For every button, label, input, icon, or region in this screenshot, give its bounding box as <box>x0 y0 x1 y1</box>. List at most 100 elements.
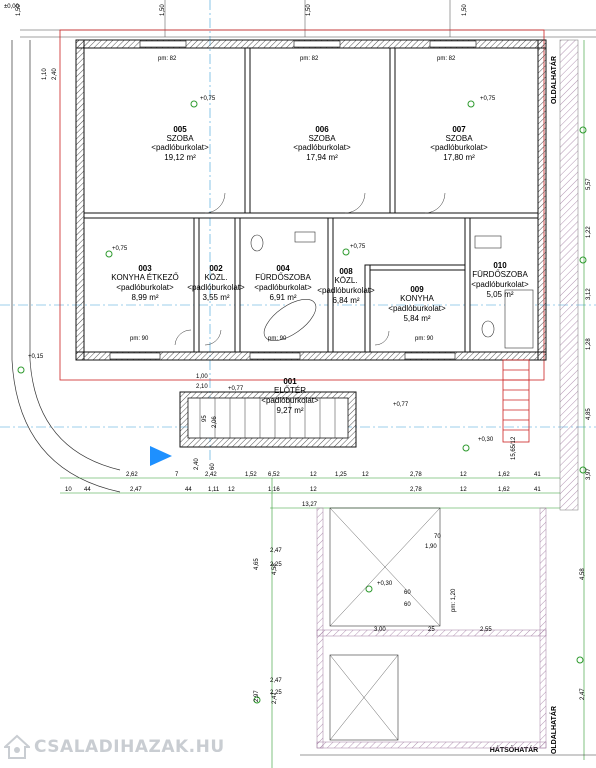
entrance-arrow-icon <box>150 446 172 466</box>
room-number: 007 <box>452 125 466 134</box>
svg-text:1,90: 1,90 <box>425 544 437 550</box>
room-number: 002 <box>209 264 223 273</box>
house-logo-icon <box>2 734 32 760</box>
svg-text:41: 41 <box>534 472 541 478</box>
svg-text:2,47: 2,47 <box>270 548 282 554</box>
svg-text:3,97: 3,97 <box>586 468 592 480</box>
svg-text:4,58: 4,58 <box>580 568 586 580</box>
svg-text:2,55: 2,55 <box>480 627 492 633</box>
room-number: 003 <box>138 264 152 273</box>
top-windows <box>109 40 477 360</box>
room-number: 006 <box>315 125 329 134</box>
room-008: 008 KÖZL. <padlóburkolat> 6,84 m² <box>317 267 375 305</box>
svg-text:44: 44 <box>84 487 91 493</box>
top-dim-1: 1,50 <box>16 4 22 16</box>
top-dim-2: 1,50 <box>160 4 166 16</box>
svg-text:12: 12 <box>460 472 467 478</box>
svg-text:12: 12 <box>310 472 317 478</box>
pm-label: pm: 90 <box>415 336 434 342</box>
svg-text:2,42: 2,42 <box>205 472 217 478</box>
pm-label: pm: 82 <box>300 56 319 62</box>
svg-text:60: 60 <box>210 463 216 470</box>
level-mark: +0,75 <box>112 246 128 252</box>
row1-right-dims: 12 1,25 12 2,78 12 1,62 41 <box>310 472 541 478</box>
top-dim-3: 1,50 <box>306 4 312 16</box>
svg-text:44: 44 <box>185 487 192 493</box>
svg-text:3,00: 3,00 <box>374 627 386 633</box>
room-area: 5,05 m² <box>486 290 513 299</box>
level-mark: +0,15 <box>28 354 44 360</box>
room-name: KÖZL. <box>334 276 357 285</box>
level-mark: +0,30 <box>478 437 494 443</box>
svg-text:2,25: 2,25 <box>270 562 282 568</box>
svg-text:4,65: 4,65 <box>254 558 260 570</box>
pm-label: pm: 90 <box>130 336 149 342</box>
svg-text:1,11: 1,11 <box>208 487 220 493</box>
svg-text:1,28: 1,28 <box>586 338 592 350</box>
room-floor: <padlóburkolat> <box>151 143 209 152</box>
room-name: SZOBA <box>445 134 473 143</box>
svg-text:2,06: 2,06 <box>212 416 218 428</box>
room-floor: <padlóburkolat> <box>116 283 174 292</box>
lower-dimensions: 2,47 2,25 4,65 4,58 3,00 25 2,55 2,47 2,… <box>254 478 492 768</box>
room-area: 17,80 m² <box>443 153 475 162</box>
left-dim-2: 2,40 <box>52 68 58 80</box>
svg-text:10: 10 <box>65 487 72 493</box>
level-mark: +0,77 <box>393 402 409 408</box>
room-number: 009 <box>410 285 424 294</box>
svg-text:2,47: 2,47 <box>580 688 586 700</box>
svg-text:2,40: 2,40 <box>194 458 200 470</box>
row2-dims: 10 44 2,47 44 1,11 12 1,16 12 10 2,78 12… <box>65 487 541 493</box>
room-area: 3,55 m² <box>202 293 229 302</box>
room-floor: <padlóburkolat> <box>293 143 351 152</box>
room-floor: <padlóburkolat> <box>388 304 446 313</box>
room-area: 9,27 m² <box>276 406 303 415</box>
right-dimensions: 5,57 1,22 3,12 1,28 4,85 3,97 4,58 2,47 <box>580 40 592 760</box>
room-number: 001 <box>283 377 297 386</box>
left-dim-1: 1,10 <box>42 68 48 80</box>
room-name: SZOBA <box>308 134 336 143</box>
svg-text:5,57: 5,57 <box>586 178 592 190</box>
svg-text:2,47: 2,47 <box>272 692 278 704</box>
room-004: 004 FÜRDŐSZOBA <padlóburkolat> 6,91 m² <box>254 264 312 302</box>
room-007: 007 SZOBA <padlóburkolat> 17,80 m² <box>430 125 488 162</box>
svg-text:2,62: 2,62 <box>126 472 138 478</box>
bathroom-fixtures <box>250 231 534 349</box>
side-label-right-bottom: OLDALHATÁR <box>549 706 558 754</box>
room-name: FÜRDŐSZOBA <box>255 273 311 282</box>
svg-text:2,47: 2,47 <box>130 487 142 493</box>
room-area: 5,84 m² <box>403 314 430 323</box>
svg-text:1,52: 1,52 <box>245 472 257 478</box>
room-name: KÖZL. <box>204 273 227 282</box>
room-floor: <padlóburkolat> <box>187 283 245 292</box>
side-label-bottom: HÁTSÓHATÁR <box>490 745 538 754</box>
svg-text:12: 12 <box>228 487 235 493</box>
svg-text:4,58: 4,58 <box>272 563 278 575</box>
svg-text:1,16: 1,16 <box>268 487 280 493</box>
room-floor: <padlóburkolat> <box>254 283 312 292</box>
svg-text:2,10: 2,10 <box>196 384 208 390</box>
room-003: 003 KONYHA ÉTKEZŐ <padlóburkolat> 8,99 m… <box>111 264 179 302</box>
svg-text:2,78: 2,78 <box>410 472 422 478</box>
room-area: 19,12 m² <box>164 153 196 162</box>
svg-text:41: 41 <box>534 487 541 493</box>
svg-text:60: 60 <box>404 602 411 608</box>
site-logo: CSALADIHAZAK.HU <box>2 733 225 761</box>
logo-text: CSALADIHAZAK.HU <box>34 737 225 757</box>
room-001: 001 ELŐTÉR <padlóburkolat> 9,27 m² <box>261 377 319 415</box>
room-name: KONYHA <box>400 294 434 303</box>
room-floor: <padlóburkolat> <box>317 286 375 295</box>
level-mark: +0,30 <box>377 581 393 587</box>
top-dim-4: 1,50 <box>462 4 468 16</box>
room-name: FÜRDŐSZOBA <box>472 270 528 279</box>
level-mark: +0,75 <box>200 96 216 102</box>
svg-text:12: 12 <box>310 487 317 493</box>
room-area: 8,99 m² <box>131 293 158 302</box>
room-009: 009 KONYHA <padlóburkolat> 5,84 m² <box>388 285 446 323</box>
row3-dim: 13,27 <box>302 502 318 508</box>
pm-labels: pm: 82 pm: 82 pm: 82 pm: 90 pm: 90 pm: 9… <box>130 56 457 612</box>
svg-text:7: 7 <box>175 472 179 478</box>
svg-text:1,22: 1,22 <box>586 226 592 238</box>
room-005: 005 SZOBA <padlóburkolat> 19,12 m² <box>151 125 209 162</box>
